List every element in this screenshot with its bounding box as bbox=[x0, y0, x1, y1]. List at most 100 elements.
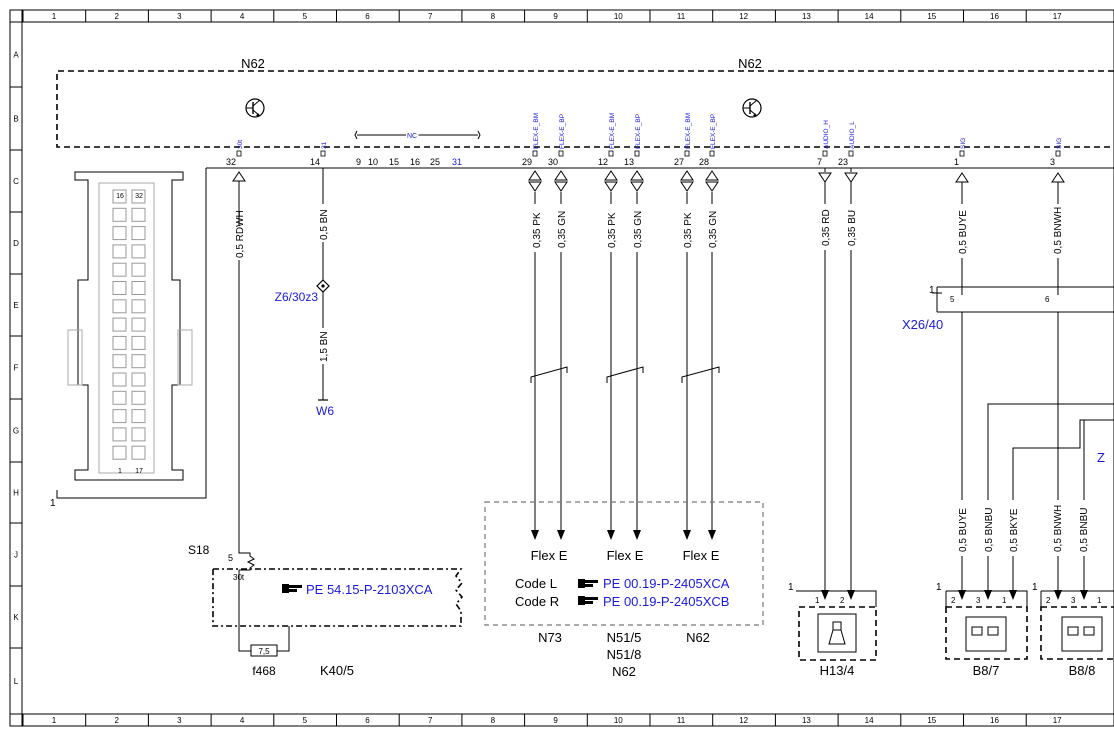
lower-wire-bnbu-1: 0,5 BNBU bbox=[984, 508, 995, 552]
pin-number: 15 bbox=[389, 157, 399, 167]
pin-number: 25 bbox=[430, 157, 440, 167]
connector-cavity bbox=[112, 262, 127, 277]
grid-col-label: 12 bbox=[739, 716, 748, 725]
transistor-icon bbox=[742, 98, 762, 118]
lower-wire-buye: 0,5 BUYE bbox=[958, 508, 969, 552]
wire-arrow bbox=[683, 530, 691, 540]
pin-signal-name: AUDIO_L bbox=[849, 121, 856, 149]
b87-label: B8/7 bbox=[973, 663, 1000, 678]
wire-bidirectional-marker bbox=[554, 181, 568, 192]
lower-wire-bkye: 0,5 BKYE bbox=[1009, 508, 1020, 552]
wire-bidirectional-marker bbox=[528, 170, 542, 181]
grid-row-label: C bbox=[13, 177, 19, 186]
pin-signal-name: FLEX-E_BM bbox=[533, 113, 540, 149]
b88-pin-3: 3 bbox=[1071, 596, 1076, 605]
resistor-icon bbox=[238, 546, 255, 571]
twist-symbols bbox=[530, 366, 720, 383]
pin-signal-name: FLEX-E_BP bbox=[635, 114, 642, 149]
code-r-label: Code R bbox=[515, 594, 559, 609]
fuse-value: 7,5 bbox=[258, 647, 270, 656]
grid-row-label: L bbox=[14, 677, 19, 686]
wires bbox=[232, 168, 1114, 626]
wire-label-pk-2: 0,35 PK bbox=[607, 212, 618, 248]
grid-col-label: 15 bbox=[927, 716, 936, 725]
cavity-label-16: 16 bbox=[116, 193, 124, 200]
grid-col-label: 1 bbox=[52, 12, 57, 21]
wire-bidirectional-marker bbox=[232, 171, 246, 182]
grid-col-label: 17 bbox=[1053, 716, 1062, 725]
pin-terminal bbox=[959, 150, 965, 157]
pe-link-code-l[interactable]: PE 00.19-P-2405XCA bbox=[603, 576, 730, 591]
x26-outline bbox=[932, 286, 1114, 313]
b88-component bbox=[1040, 590, 1114, 660]
grid-col-label: 6 bbox=[365, 716, 370, 725]
flex-module-box bbox=[484, 501, 764, 626]
b88-marker: 1 bbox=[1032, 582, 1038, 593]
grid-col-label: 10 bbox=[614, 716, 623, 725]
h13-pin-1: 1 bbox=[815, 596, 820, 605]
connector-cavity bbox=[131, 281, 146, 295]
grid-row-label: F bbox=[14, 364, 19, 373]
lower-wire-bnwh: 0,5 BNWH bbox=[1053, 505, 1064, 552]
wire-arrow bbox=[531, 530, 539, 540]
wire-label-rdwh: 0,5 RDWH bbox=[235, 210, 246, 258]
grid-col-label: 13 bbox=[802, 716, 811, 725]
grid-col-label: 16 bbox=[990, 716, 999, 725]
splice-icon bbox=[316, 279, 330, 293]
connector-cavity bbox=[112, 207, 127, 222]
wire-arrow bbox=[708, 530, 716, 540]
z6-label[interactable]: Z6/30z3 bbox=[275, 290, 319, 304]
grid-col-label: 2 bbox=[114, 12, 119, 21]
grid-row-label: J bbox=[14, 551, 18, 560]
wire-arrow bbox=[607, 530, 615, 540]
connector-cavity bbox=[112, 281, 127, 295]
pin-terminal bbox=[320, 150, 326, 157]
grid-col-label: 11 bbox=[677, 716, 686, 725]
grid-col-label: 9 bbox=[553, 716, 558, 725]
wire-bidirectional-marker bbox=[705, 170, 719, 181]
k40-label: K40/5 bbox=[320, 663, 354, 678]
connector-cavity bbox=[112, 317, 127, 332]
grid-col-label: 17 bbox=[1053, 12, 1062, 21]
pin-number: 9 bbox=[356, 157, 361, 167]
b88-pin-1: 1 bbox=[1097, 596, 1102, 605]
wire-arrow bbox=[958, 590, 966, 600]
cavity-label-1: 1 bbox=[118, 468, 122, 475]
wire-label-gn-2: 0,35 GN bbox=[633, 211, 644, 248]
wire-arrow bbox=[847, 590, 855, 600]
pointing-hand-icon bbox=[578, 596, 598, 605]
b87-marker: 1 bbox=[936, 582, 942, 593]
pointing-hand-icon bbox=[282, 584, 302, 593]
wire-bidirectional-marker bbox=[554, 170, 568, 181]
grid-row-label: D bbox=[13, 239, 19, 248]
wire-arrow bbox=[821, 590, 829, 600]
fuse-icon bbox=[238, 626, 290, 657]
h13-label: H13/4 bbox=[820, 663, 855, 678]
wire-direction-marker bbox=[844, 172, 858, 183]
grid-col-label: 2 bbox=[114, 716, 119, 725]
n62-left-label: N62 bbox=[241, 56, 265, 71]
wire-bidirectional-marker bbox=[604, 181, 618, 192]
b88-label: B8/8 bbox=[1069, 663, 1096, 678]
pin-signal-name: FLEX-E_BP bbox=[710, 114, 717, 149]
connector-cavity bbox=[112, 189, 127, 204]
pin-number: 13 bbox=[624, 157, 634, 167]
connector-cavity bbox=[131, 262, 146, 277]
grid-col-label: 13 bbox=[802, 12, 811, 21]
connector-cavity bbox=[131, 207, 146, 222]
pin-number: 27 bbox=[674, 157, 684, 167]
connector-cavities bbox=[112, 189, 146, 460]
z-partial-label[interactable]: Z bbox=[1097, 450, 1105, 465]
pe-link-code-r[interactable]: PE 00.19-P-2405XCB bbox=[603, 594, 729, 609]
n51-8-label: N51/8 bbox=[607, 647, 642, 662]
pin-number: 10 bbox=[368, 157, 378, 167]
connector-cavity bbox=[131, 354, 146, 369]
n62-top-label: N62 bbox=[738, 56, 762, 71]
x26-pin-b: 6 bbox=[1045, 295, 1050, 304]
x26-label[interactable]: X26/40 bbox=[902, 317, 943, 332]
grid-col-label: 7 bbox=[428, 12, 433, 21]
grid-col-label: 5 bbox=[303, 716, 308, 725]
pe-link-s18[interactable]: PE 54.15-P-2103XCA bbox=[306, 582, 433, 597]
w6-label[interactable]: W6 bbox=[316, 404, 334, 418]
